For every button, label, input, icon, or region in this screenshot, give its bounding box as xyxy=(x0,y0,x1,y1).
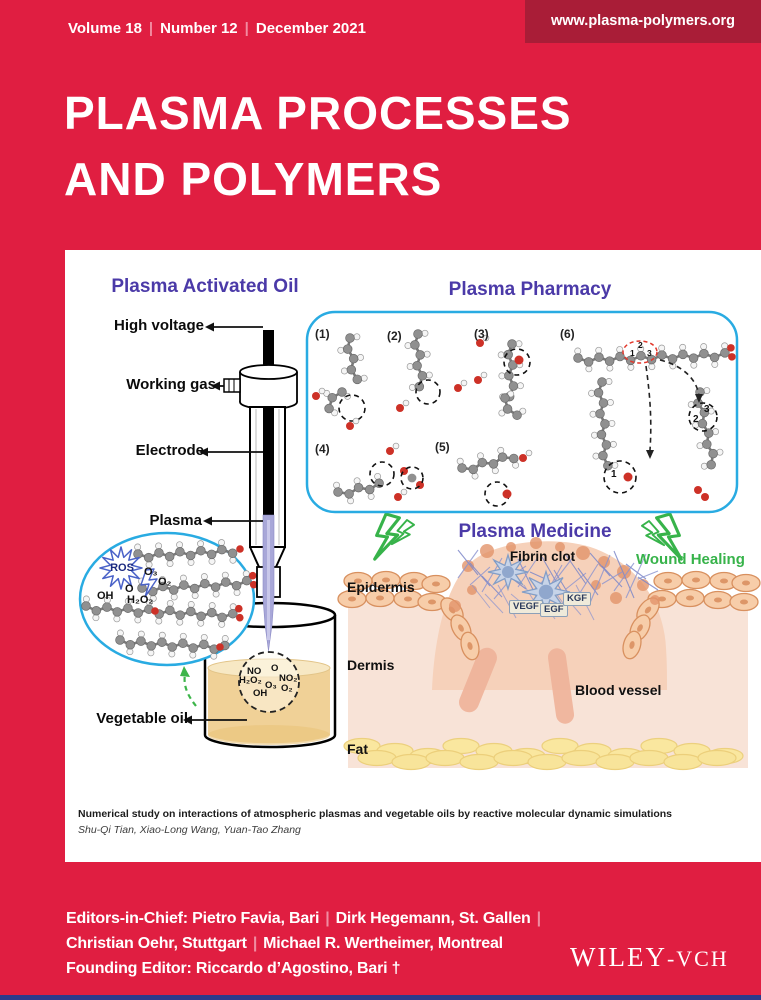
ros-species-oh: OH xyxy=(97,590,114,602)
publisher-vch: VCH xyxy=(676,946,729,971)
editor-2: Dirk Hegemann, St. Gallen xyxy=(335,910,531,927)
separator: | xyxy=(536,910,541,927)
publisher-wiley: WILEY xyxy=(570,942,667,972)
editor-1: Editors-in-Chief: Pietro Favia, Bari xyxy=(66,910,320,927)
ros-burst-label: ROS xyxy=(110,562,134,574)
separator: | xyxy=(244,20,249,37)
label-high-voltage: High voltage xyxy=(113,317,204,334)
editor-4: Michael R. Wertheimer, Montreal xyxy=(263,935,503,952)
epidermis-label: Epidermis xyxy=(347,579,415,595)
oil-species-oh: OH xyxy=(253,688,268,699)
journal-title-line2: AND POLYMERS xyxy=(64,153,443,205)
label-vegetable-oil: Vegetable oil xyxy=(96,710,188,727)
article-authors: Shu-Qi Tian, Xiao-Long Wang, Yuan-Tao Zh… xyxy=(78,824,301,836)
snapshot-label-5: (5) xyxy=(435,440,450,454)
editor-3: Christian Oehr, Stuttgart xyxy=(66,935,247,952)
oil-species-o2: O₂ xyxy=(281,683,293,694)
site-number-1b: 1 xyxy=(611,469,617,480)
wound-healing-label: Wound Healing xyxy=(636,551,745,568)
editors-line2: Christian Oehr, Stuttgart | Michael R. Wer… xyxy=(66,931,547,956)
snapshot-label-3: (3) xyxy=(474,327,489,341)
snapshot-label-2: (2) xyxy=(387,329,402,343)
dermis-label: Dermis xyxy=(347,657,395,673)
ros-species-h2o2: H₂O₂ xyxy=(127,594,154,606)
site-number-3: 3 xyxy=(647,348,652,358)
site-number-1: 1 xyxy=(630,348,635,358)
oil-species-no2: NO₂ xyxy=(279,673,298,684)
heading-plasma-pharmacy: Plasma Pharmacy xyxy=(448,279,612,300)
label-plasma: Plasma xyxy=(149,512,202,529)
blood-vessel-label: Blood vessel xyxy=(575,682,662,698)
ros-species-o2: O₂ xyxy=(158,576,172,588)
publisher-dash: - xyxy=(666,946,677,971)
snapshot-label-4: (4) xyxy=(315,442,330,456)
label-electrode: Electrode xyxy=(135,442,204,459)
snapshot-label-6: (6) xyxy=(560,327,575,341)
growth-factor-egf: EGF xyxy=(540,603,568,617)
separator: | xyxy=(148,20,154,37)
oil-species-no: NO xyxy=(247,666,262,677)
site-number-3b: 3 xyxy=(704,404,710,415)
editors-line1: Editors-in-Chief: Pietro Favia, Bari | Dir… xyxy=(66,906,547,931)
ros-species-o: O xyxy=(125,583,134,595)
journal-title-line1: PLASMA PROCESSES xyxy=(64,87,572,139)
website-url: www.plasma-polymers.org xyxy=(551,13,735,29)
number-label: Number 12 xyxy=(160,20,238,37)
issue-info: Volume 18 | Number 12 | December 2021 xyxy=(68,20,366,37)
separator: | xyxy=(252,935,258,952)
website-box: www.plasma-polymers.org xyxy=(525,0,761,43)
volume-label: Volume 18 xyxy=(68,20,142,37)
heading-plasma-medicine: Plasma Medicine xyxy=(458,521,612,542)
label-working-gas: Working gas xyxy=(126,376,216,393)
journal-title: PLASMA PROCESSES AND POLYMERS xyxy=(64,80,572,212)
heading-plasma-activated-oil: Plasma Activated Oil xyxy=(111,276,299,297)
editors-block: Editors-in-Chief: Pietro Favia, Bari | Dir… xyxy=(66,906,547,981)
article-title: Numerical study on interactions of atmos… xyxy=(78,808,673,820)
growth-factor-vegf: VEGF xyxy=(509,600,543,614)
fat-label: Fat xyxy=(347,741,368,757)
ros-species-o3: O₃ xyxy=(144,566,158,578)
oil-species-h2o2: H₂O₂ xyxy=(239,675,262,686)
site-number-2: 2 xyxy=(638,340,643,350)
bottom-accent-bar xyxy=(0,995,761,1000)
snapshot-label-1: (1) xyxy=(315,327,330,341)
oil-species-o3: O₃ xyxy=(265,680,277,691)
publisher-logo: WILEY-VCH xyxy=(570,942,729,973)
site-number-2b: 2 xyxy=(693,414,699,425)
oil-species-o: O xyxy=(271,663,279,674)
growth-factor-kgf: KGF xyxy=(563,592,592,606)
fibrin-clot-label: Fibrin clot xyxy=(509,549,576,564)
founding-editor-line: Founding Editor: Riccardo d’Agostino, Ba… xyxy=(66,960,401,977)
date-label: December 2021 xyxy=(255,20,366,37)
separator: | xyxy=(325,910,330,927)
